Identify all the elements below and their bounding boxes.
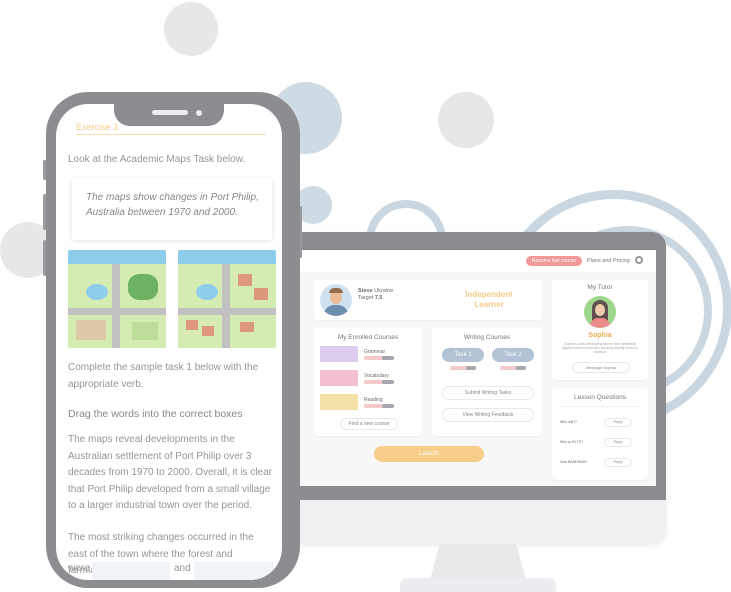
find-course-button[interactable]: Find a new course <box>340 418 398 430</box>
tutor-avatar <box>584 296 616 328</box>
map-1970 <box>68 250 166 348</box>
course-name-reading: Reading <box>364 397 383 403</box>
tutor-name: Sophia <box>588 332 612 339</box>
course-name-grammar: Grammar <box>364 349 386 355</box>
phone-side-button-3 <box>43 240 47 276</box>
paragraph-1: The maps reveal developments in the Aust… <box>68 434 272 511</box>
lesson-question-1: Who will I? <box>560 420 577 424</box>
plans-pricing-link[interactable]: Plans and Pricing <box>587 258 630 264</box>
phone-screen: Exercise 3 Look at the Academic Maps Tas… <box>56 104 282 580</box>
drop-box-2[interactable] <box>194 562 274 580</box>
lessons-title: Lesson Questions <box>573 394 627 401</box>
paragraph-2: The most striking changes occurred in th… <box>68 532 254 576</box>
progress-task2 <box>500 366 526 370</box>
learner-badge: Independent Learner <box>454 290 524 310</box>
gear-icon[interactable] <box>635 256 643 264</box>
task2-button[interactable]: Task 2 <box>492 348 534 362</box>
desktop-header: Resume last course Plans and Pricing <box>300 250 656 272</box>
word-were: were <box>68 563 90 574</box>
progress-reading <box>364 404 394 408</box>
message-tutor-button[interactable]: Message Sophia <box>572 362 630 373</box>
phone-speaker <box>152 110 188 115</box>
word-and: and <box>174 563 191 574</box>
profile-country: Ukraine <box>374 288 394 294</box>
avatar <box>320 284 352 316</box>
launch-button[interactable]: Launch <box>374 446 484 462</box>
exercise-underline <box>76 134 266 135</box>
course-thumb-reading[interactable] <box>320 394 358 410</box>
exercise-label: Exercise 3 <box>76 122 119 132</box>
paragraph-2-tail: were <box>68 563 90 574</box>
monitor-base <box>400 578 556 592</box>
desktop-screen: Resume last course Plans and Pricing Ste… <box>300 250 656 486</box>
target-value: 7.5 <box>374 295 383 301</box>
course-thumb-vocabulary[interactable] <box>320 370 358 386</box>
tutor-bio: Sophia is a fast-developing learner from… <box>562 342 638 354</box>
lesson-questions-card: Lesson Questions Who will I? Reply Why i… <box>552 388 648 480</box>
decor-circle-right <box>438 92 494 148</box>
complete-text: Complete the sample task 1 below with th… <box>68 362 259 390</box>
phone-camera <box>196 110 202 116</box>
lesson-question-3: How BANDRAM? <box>560 460 588 464</box>
lesson-reply-2[interactable]: Reply <box>604 438 632 447</box>
monitor-stand <box>430 544 526 580</box>
instruction-text: Look at the Academic Maps Task below. <box>68 154 246 165</box>
map-2000 <box>178 250 276 348</box>
task-prompt-text: The maps show changes in Port Philip, Au… <box>86 192 259 218</box>
enrolled-courses-card: My Enrolled Courses Grammar Vocabulary R… <box>314 328 422 436</box>
profile-name: Steve <box>358 288 373 294</box>
course-thumb-grammar[interactable] <box>320 346 358 362</box>
progress-task1 <box>450 366 476 370</box>
resume-course-button[interactable]: Resume last course <box>526 256 582 266</box>
phone-power-button <box>298 206 302 258</box>
phone-side-button-1 <box>43 160 47 180</box>
badge-line1: Independent <box>465 290 513 299</box>
task-prompt-box: The maps show changes in Port Philip, Au… <box>72 178 272 240</box>
enrolled-title: My Enrolled Courses <box>337 334 399 341</box>
lesson-question-2: Why is IELTS? <box>560 440 583 444</box>
submit-writing-button[interactable]: Submit Writing Tasks <box>442 386 534 400</box>
target-label: Target <box>358 295 374 301</box>
lesson-reply-1[interactable]: Reply <box>604 418 632 427</box>
drag-title: Drag the words into the correct boxes <box>68 408 243 420</box>
profile-card: Steve Ukraine Target 7.5 Independent Lea… <box>314 280 542 320</box>
lesson-reply-3[interactable]: Reply <box>604 458 632 467</box>
writing-courses-card: Writing Courses Task 1 Task 2 Submit Wri… <box>432 328 542 436</box>
phone-side-button-2 <box>43 194 47 230</box>
view-feedback-button[interactable]: View Writing Feedback <box>442 408 534 422</box>
decor-circle-top <box>164 2 218 56</box>
tutor-title: My Tutor <box>587 284 613 291</box>
progress-grammar <box>364 356 394 360</box>
badge-line2: Learner <box>474 300 504 309</box>
drop-box-1[interactable] <box>92 562 170 580</box>
lesson-divider <box>558 406 642 407</box>
course-name-vocabulary: Vocabulary <box>364 373 389 379</box>
tutor-card: My Tutor Sophia Sophia is a fast-develop… <box>552 280 648 380</box>
task1-button[interactable]: Task 1 <box>442 348 484 362</box>
phone-notch <box>114 104 224 126</box>
progress-vocabulary <box>364 380 394 384</box>
writing-title: Writing Courses <box>463 334 511 341</box>
